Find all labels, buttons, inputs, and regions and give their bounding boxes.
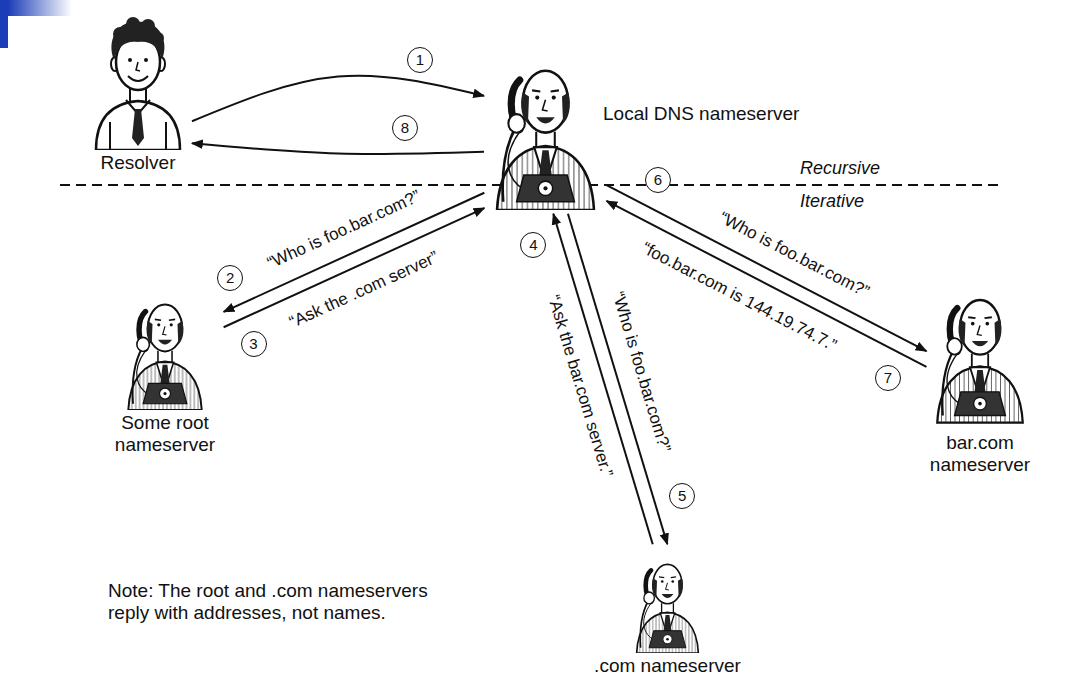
nameserver-node: Local DNS nameserver <box>488 45 603 210</box>
node-caption: Resolver <box>101 152 176 174</box>
nameserver-node: bar.com nameserver <box>930 270 1030 430</box>
region-label: Iterative <box>800 190 864 212</box>
nameserver-node: .com nameserver <box>620 548 715 653</box>
message-label: “Who is foo.bar.com?” <box>607 288 675 457</box>
message-label: “Ask the bar.com server.” <box>543 291 618 482</box>
node-caption: Local DNS nameserver <box>603 103 799 125</box>
callout-number: 3 <box>241 331 267 357</box>
callout-number: 1 <box>407 47 433 73</box>
callout-number: 8 <box>392 115 418 141</box>
nameserver-node: Some root nameserver <box>110 285 220 410</box>
query-arrow <box>192 143 484 154</box>
callout-number: 7 <box>875 365 901 391</box>
node-caption: bar.com nameserver <box>915 432 1045 476</box>
nameserver-figure <box>497 71 594 210</box>
callout-number: 6 <box>645 167 671 193</box>
node-caption: Some root nameserver <box>100 412 230 456</box>
nameserver-figure <box>128 305 201 410</box>
corner-bar <box>0 0 8 48</box>
corner-bar <box>8 0 72 16</box>
note-text: Note: The root and .com nameservers repl… <box>108 580 468 624</box>
message-label: “Ask the .com server” <box>285 246 444 333</box>
node-caption: .com nameserver <box>594 655 741 677</box>
query-arrow <box>607 185 927 351</box>
query-arrow <box>192 76 484 122</box>
nameserver-figure <box>937 300 1022 423</box>
callout-number: 2 <box>217 265 243 291</box>
callout-number: 5 <box>669 483 695 509</box>
resolver-node: Resolver <box>88 10 188 150</box>
query-arrow <box>607 201 927 367</box>
nameserver-figure <box>637 564 699 653</box>
region-label: Recursive <box>800 157 880 179</box>
resolver-figure <box>96 17 180 150</box>
callout-number: 4 <box>520 232 546 258</box>
